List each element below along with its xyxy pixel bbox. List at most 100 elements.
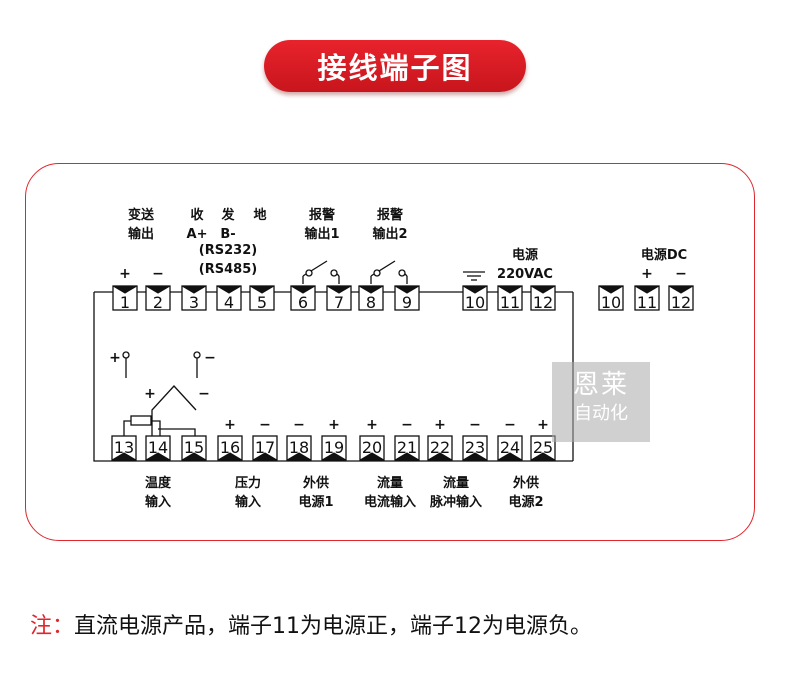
terminal-6: 6 bbox=[290, 285, 316, 312]
terminal-16: 16 bbox=[217, 435, 243, 461]
label-rs232: (RS232) bbox=[199, 243, 257, 258]
terminal-number: 12 bbox=[671, 293, 691, 312]
terminal-13: 13 bbox=[111, 435, 137, 461]
terminal-number: 16 bbox=[220, 438, 240, 457]
polarity-sign: − bbox=[469, 417, 481, 433]
terminal-number: 17 bbox=[255, 438, 275, 457]
terminal-number: 13 bbox=[114, 438, 134, 457]
terminal-number: 6 bbox=[298, 293, 308, 312]
label-ext-power2: 电源2 bbox=[508, 494, 543, 510]
polarity-sign: − bbox=[259, 417, 271, 433]
terminal-number: 23 bbox=[465, 438, 485, 457]
polarity-sign: − bbox=[152, 266, 164, 282]
terminal-2: 2 bbox=[145, 285, 171, 312]
polarity-sign: − bbox=[675, 266, 687, 282]
label-ext-power1: 外供 bbox=[302, 475, 329, 491]
label-pressure: 输入 bbox=[235, 494, 261, 510]
polarity-sign: − bbox=[401, 417, 413, 433]
polarity-sign: + bbox=[641, 266, 653, 282]
watermark-brand: 恩莱 bbox=[572, 370, 629, 400]
terminal-number: 19 bbox=[324, 438, 344, 457]
terminal-number: 25 bbox=[533, 438, 553, 457]
terminal-15: 15 bbox=[181, 435, 207, 461]
footnote-prefix: 注： bbox=[30, 614, 75, 639]
terminal-number: 2 bbox=[153, 293, 163, 312]
label-alarm2: 报警 bbox=[377, 207, 403, 223]
polarity-sign: + bbox=[537, 417, 549, 433]
label-alarm2: 输出2 bbox=[372, 226, 407, 242]
label-alarm1: 报警 bbox=[309, 207, 335, 223]
label-send: B- bbox=[220, 227, 235, 242]
dc-terminal-12: 12 bbox=[668, 285, 694, 312]
polarity-sign: + bbox=[109, 350, 121, 366]
terminal-17: 17 bbox=[252, 435, 278, 461]
terminal-25: 25 bbox=[530, 435, 556, 461]
polarity-sign: − bbox=[293, 417, 305, 433]
label-flow-current: 流量 bbox=[377, 475, 403, 491]
polarity-sign: + bbox=[434, 417, 446, 433]
terminal-23: 23 bbox=[462, 435, 488, 461]
polarity-sign: − bbox=[504, 417, 516, 433]
footnote-text: 直流电源产品，端子11为电源正，端子12为电源负。 bbox=[74, 614, 593, 639]
terminal-number: 5 bbox=[257, 293, 267, 312]
dc-terminal-11: 11 bbox=[634, 285, 660, 312]
terminal-7: 7 bbox=[326, 285, 352, 312]
alarm2-relay-contact bbox=[370, 260, 408, 284]
label-flow-pulse: 脉冲输入 bbox=[429, 494, 482, 510]
terminal-20: 20 bbox=[359, 435, 385, 461]
terminal-number: 10 bbox=[465, 293, 485, 312]
label-receive: A+ bbox=[187, 227, 208, 242]
label-ext-power2: 外供 bbox=[512, 475, 539, 491]
terminal-19: 19 bbox=[321, 435, 347, 461]
terminal-5: 5 bbox=[249, 285, 275, 312]
watermark-logo: 恩莱 自动化 bbox=[552, 362, 650, 442]
terminal-10: 10 bbox=[462, 285, 488, 312]
polarity-sign: + bbox=[144, 386, 156, 402]
label-rs485: (RS485) bbox=[199, 262, 257, 277]
terminal-number: 10 bbox=[601, 293, 621, 312]
terminal-number: 18 bbox=[289, 438, 309, 457]
terminal-4: 4 bbox=[216, 285, 242, 312]
terminal-9: 9 bbox=[394, 285, 420, 312]
label-layer: +−−++−+−−++−+−+−+−变送输出收A+发B-地(RS232)(RS4… bbox=[109, 207, 687, 510]
label-pressure: 压力 bbox=[235, 475, 261, 491]
label-power-ac: 220VAC bbox=[497, 267, 553, 282]
terminal-11: 11 bbox=[497, 285, 523, 312]
terminal-number: 20 bbox=[362, 438, 382, 457]
watermark-subtitle: 自动化 bbox=[574, 403, 628, 424]
label-flow-pulse: 流量 bbox=[443, 475, 469, 491]
polarity-sign: − bbox=[204, 350, 216, 366]
label-ext-power1: 电源1 bbox=[298, 494, 333, 510]
terminal-number: 24 bbox=[500, 438, 520, 457]
terminal-number: 8 bbox=[366, 293, 376, 312]
terminal-number: 12 bbox=[533, 293, 553, 312]
terminal-1: 1 bbox=[112, 285, 138, 312]
terminal-21: 21 bbox=[394, 435, 420, 461]
footnote: 注：直流电源产品，端子11为电源正，端子12为电源负。 bbox=[30, 608, 592, 640]
terminal-number: 21 bbox=[397, 438, 417, 457]
page-title: 接线端子图 bbox=[317, 51, 473, 85]
label-temperature: 输入 bbox=[145, 494, 171, 510]
temperature-sensor-wiring bbox=[123, 385, 197, 436]
terminal-number: 22 bbox=[430, 438, 450, 457]
terminal-12: 12 bbox=[530, 285, 556, 312]
label-power-ac: 电源 bbox=[512, 247, 538, 263]
dc-terminal-10: 10 bbox=[598, 285, 624, 312]
terminal-number: 3 bbox=[189, 293, 199, 312]
dc-terminal-row: 10 11 12 bbox=[598, 285, 694, 312]
terminal-number: 15 bbox=[184, 438, 204, 457]
polarity-sign: + bbox=[328, 417, 340, 433]
diagram-panel bbox=[25, 163, 755, 541]
terminal-number: 11 bbox=[500, 293, 520, 312]
polarity-sign: + bbox=[366, 417, 378, 433]
label-transmit: 输出 bbox=[128, 226, 154, 242]
polarity-sign: + bbox=[119, 266, 131, 282]
label-transmit: 变送 bbox=[128, 207, 155, 223]
label-power-dc: 电源DC bbox=[641, 247, 687, 263]
terminal-18: 18 bbox=[286, 435, 312, 461]
label-ground: 地 bbox=[253, 207, 266, 223]
label-alarm1: 输出1 bbox=[304, 226, 339, 242]
